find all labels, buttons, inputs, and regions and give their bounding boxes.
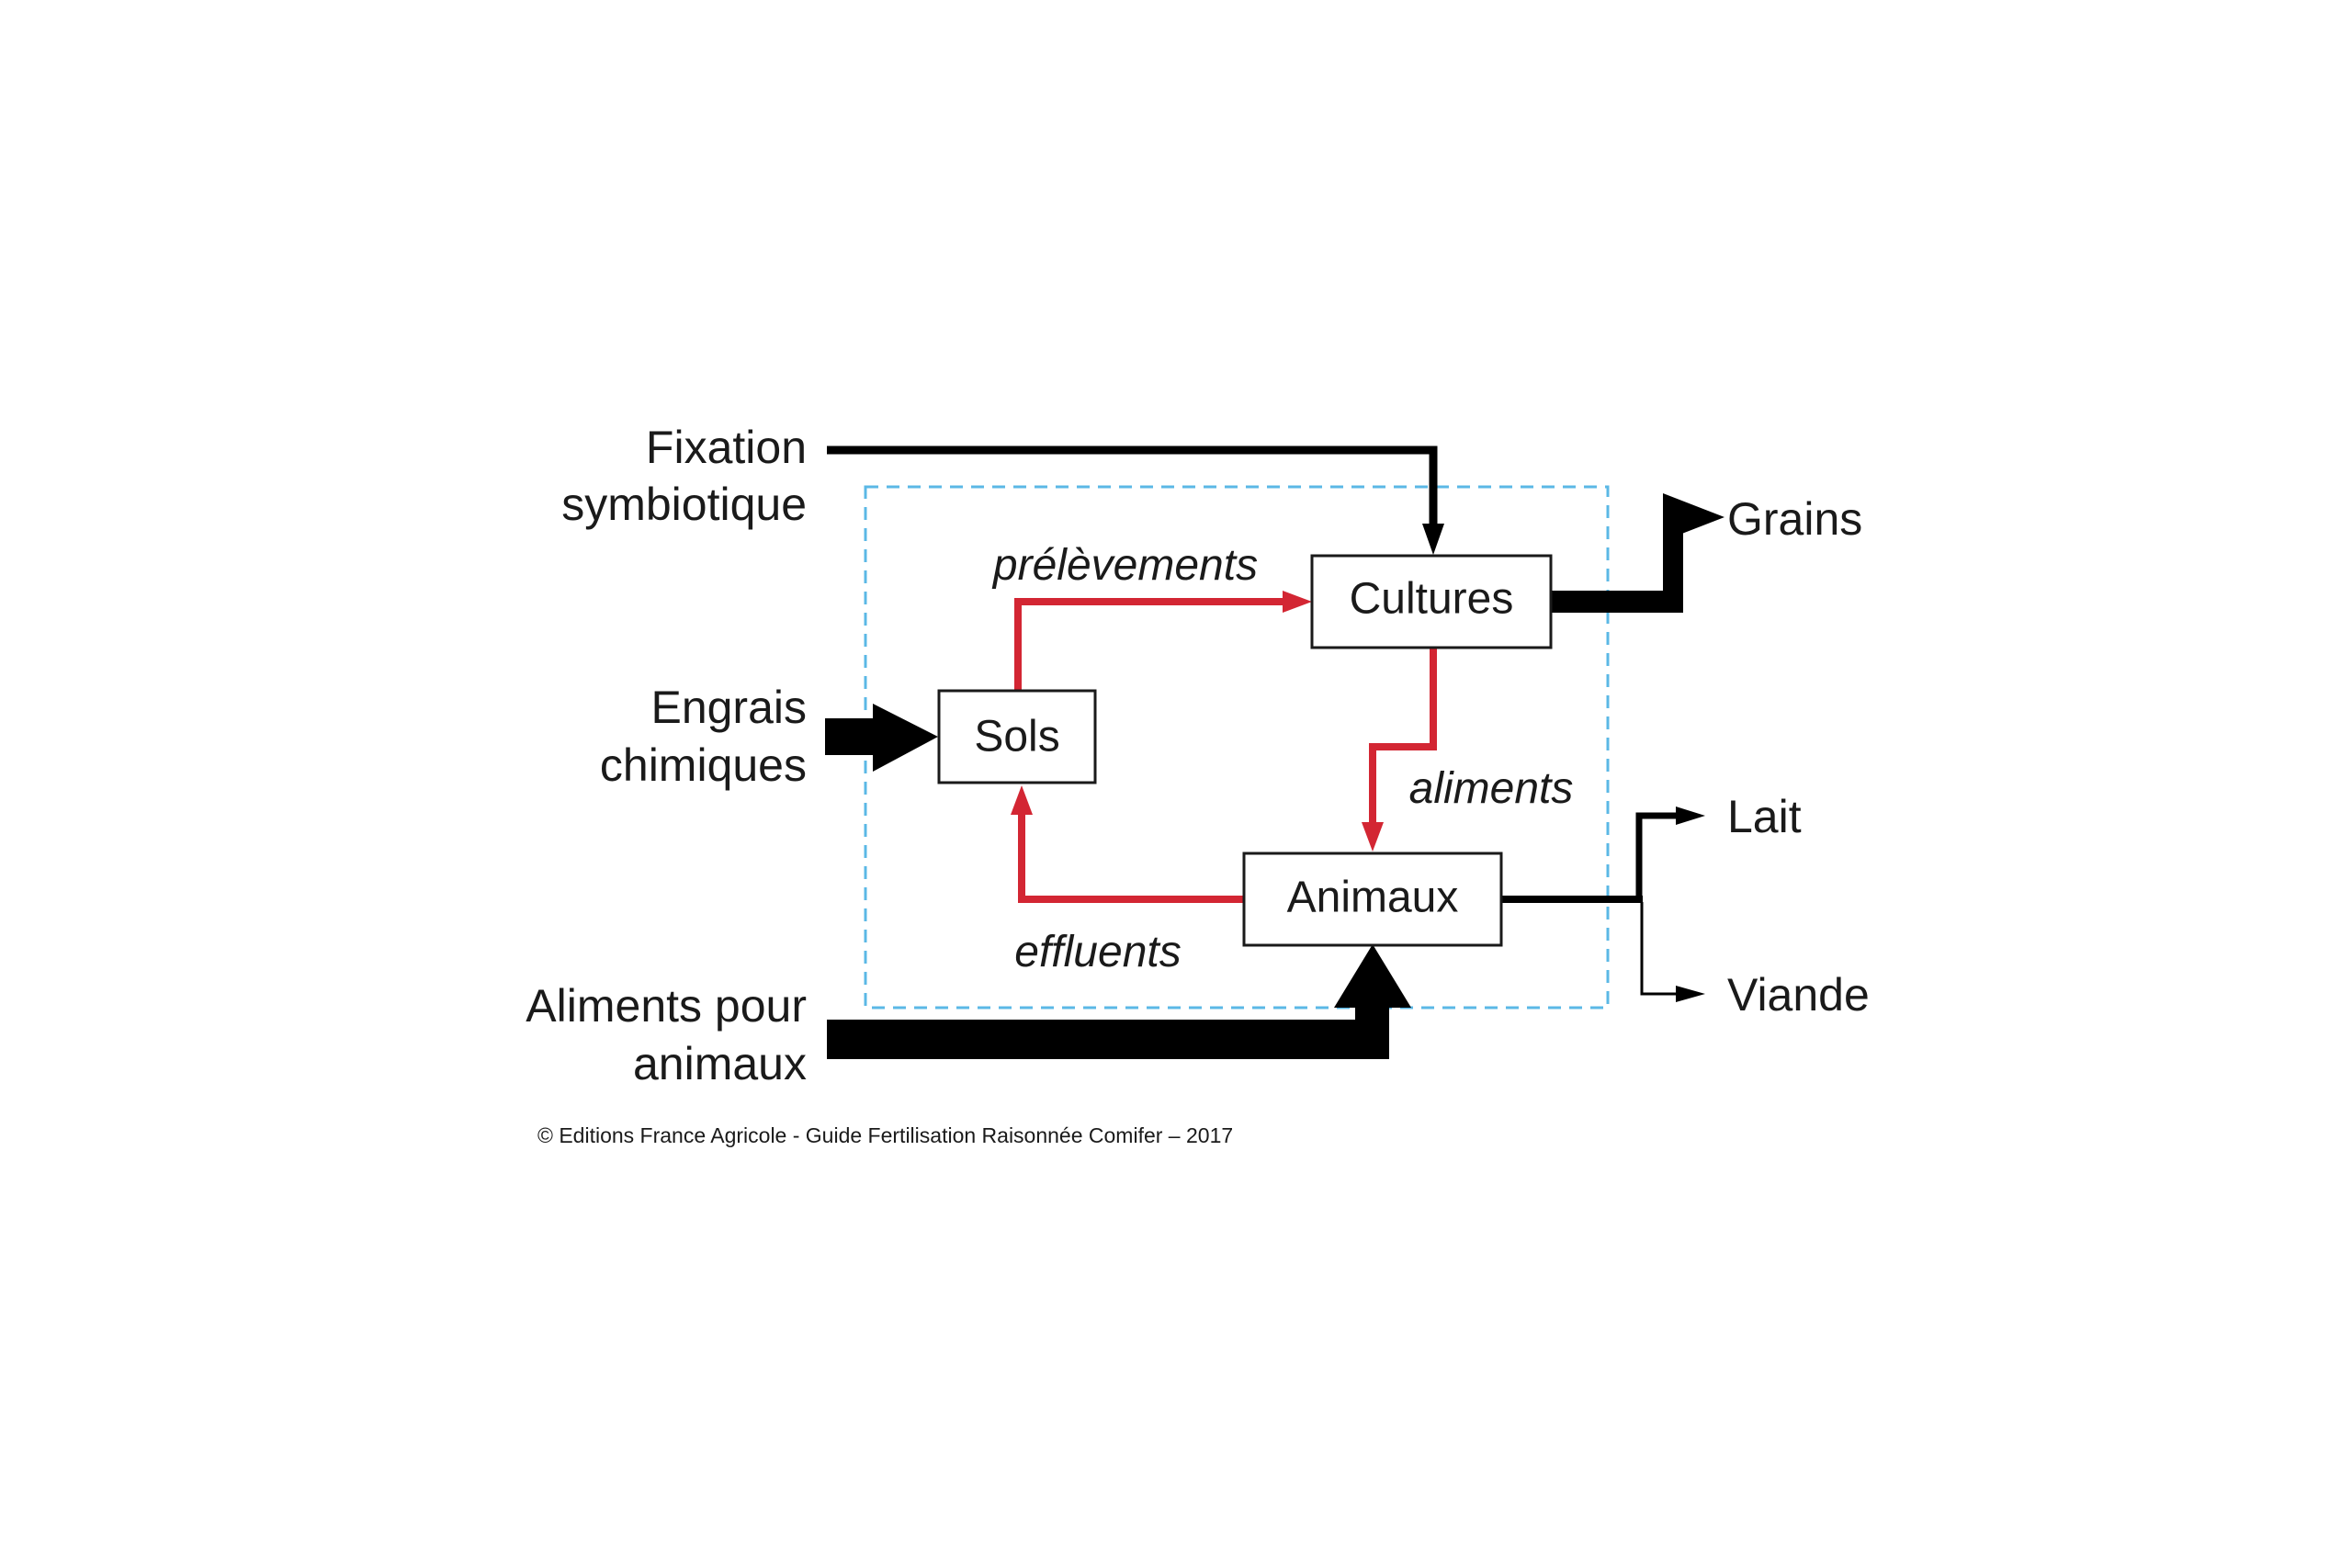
flow-effluents-arrow <box>1018 812 1244 903</box>
flow-viande-arrowhead <box>1676 986 1705 1002</box>
flow-lait-arrow <box>1635 812 1681 902</box>
node-animaux-label: Animaux <box>1287 874 1459 922</box>
label-prelevements: prélèvements <box>991 541 1258 590</box>
flow-lait-arrowhead <box>1676 807 1705 825</box>
node-sols-label: Sols <box>974 713 1059 761</box>
label-aliments-animaux-line2: animaux <box>633 1038 807 1089</box>
flow-engrais-shaft <box>825 718 876 755</box>
node-cultures: Cultures <box>1310 554 1553 649</box>
label-aliments-animaux-line1: Aliments pour <box>526 980 807 1032</box>
flow-aliments-animaux-arrowhead <box>1334 944 1411 1008</box>
flow-engrais-arrowhead <box>873 704 938 772</box>
node-animaux: Animaux <box>1242 852 1503 947</box>
label-effluents: effluents <box>1014 928 1181 976</box>
label-engrais-line2: chimiques <box>600 739 807 791</box>
label-grains: Grains <box>1727 493 1862 545</box>
label-engrais-line1: Engrais <box>650 682 807 733</box>
node-sols: Sols <box>937 689 1097 784</box>
flow-fixation-arrow <box>827 446 1438 528</box>
label-fixation-line1: Fixation <box>646 422 807 473</box>
credit-line: © Editions France Agricole - Guide Ferti… <box>537 1123 1233 1147</box>
label-viande: Viande <box>1727 969 1870 1021</box>
flow-prelevements-arrow <box>1014 598 1286 691</box>
flow-aliments-arrow <box>1369 648 1437 825</box>
flow-prelevements-arrowhead <box>1283 591 1312 613</box>
node-cultures-label: Cultures <box>1350 575 1514 624</box>
label-fixation-line2: symbiotique <box>561 479 807 530</box>
flow-viande-arrow <box>1640 902 1681 996</box>
flow-aliments-arrowhead <box>1362 822 1384 852</box>
flow-grains-arrowhead <box>1663 493 1724 541</box>
label-lait: Lait <box>1727 791 1802 842</box>
label-aliments: aliments <box>1409 764 1574 813</box>
flow-effluents-arrowhead <box>1011 785 1033 815</box>
flow-fixation-arrowhead <box>1422 524 1444 555</box>
flow-aliments-animaux-shaft <box>827 1006 1389 1059</box>
